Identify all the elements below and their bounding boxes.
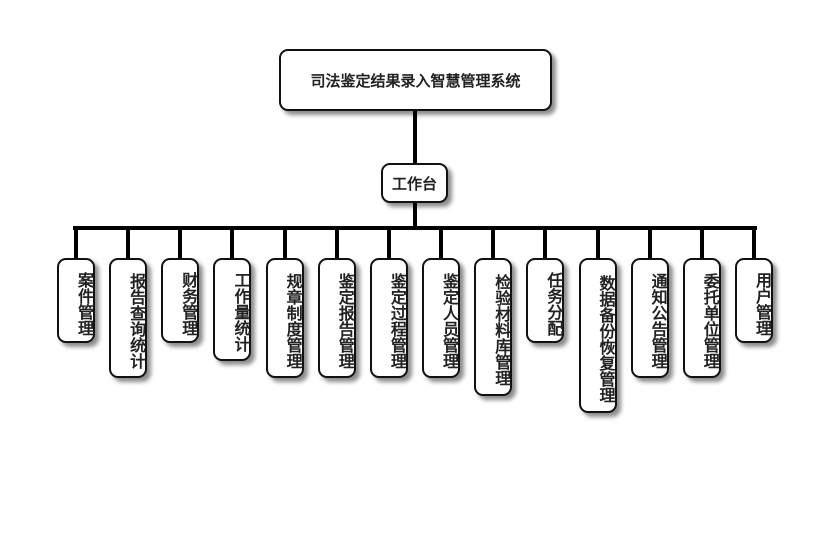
connector-module: [230, 228, 235, 258]
connector-module: [178, 228, 183, 258]
root-label: 司法鉴定结果录入智慧管理系统: [310, 71, 521, 90]
module-label: 任务分配: [544, 271, 564, 336]
module-label: 委托单位管理: [700, 273, 720, 369]
module-node: 鉴定报告管理: [317, 258, 356, 378]
connector-module: [439, 228, 444, 258]
module-node: 财务管理: [161, 258, 200, 343]
connector-module: [699, 228, 704, 258]
connector-module: [282, 228, 287, 258]
module-label: 检验材料库管理: [492, 273, 512, 386]
module-node: 委托单位管理: [682, 258, 721, 378]
module-label: 数据备份恢复管理: [596, 274, 616, 403]
module-label: 用户管理: [752, 271, 772, 336]
module-label: 鉴定报告管理: [335, 273, 355, 369]
module-node: 工作量统计: [213, 258, 252, 361]
connector-root-hub: [413, 111, 417, 163]
module-label: 报告查询统计: [127, 273, 147, 369]
hub-node: 工作台: [381, 163, 448, 203]
connector-hub-bus: [413, 203, 417, 229]
connector-module: [334, 228, 339, 258]
connector-module: [126, 228, 131, 258]
module-node: 检验材料库管理: [474, 258, 513, 396]
connector-bus: [73, 226, 757, 230]
connector-module: [751, 228, 756, 258]
module-node: 案件管理: [57, 258, 95, 343]
connector-module: [595, 228, 600, 258]
module-label: 鉴定过程管理: [387, 273, 407, 369]
connector-module: [74, 228, 78, 258]
module-node: 规章制度管理: [265, 258, 304, 378]
connector-module: [543, 228, 548, 258]
connector-module: [647, 228, 652, 258]
module-node: 鉴定过程管理: [369, 258, 408, 378]
module-label: 规章制度管理: [283, 273, 303, 369]
module-node: 用户管理: [734, 258, 773, 343]
module-label: 案件管理: [75, 271, 94, 336]
connector-module: [491, 228, 496, 258]
module-label: 鉴定人员管理: [440, 273, 460, 369]
hub-label: 工作台: [391, 174, 437, 193]
module-label: 工作量统计: [231, 272, 251, 353]
module-node: 数据备份恢复管理: [578, 258, 617, 413]
module-node: 通知公告管理: [630, 258, 669, 378]
connector-module: [386, 228, 391, 258]
module-label: 财务管理: [179, 271, 199, 336]
module-node: 报告查询统计: [109, 258, 148, 378]
root-node: 司法鉴定结果录入智慧管理系统: [279, 49, 552, 111]
module-node: 鉴定人员管理: [422, 258, 461, 378]
module-node: 任务分配: [526, 258, 565, 343]
module-label: 通知公告管理: [648, 273, 668, 369]
